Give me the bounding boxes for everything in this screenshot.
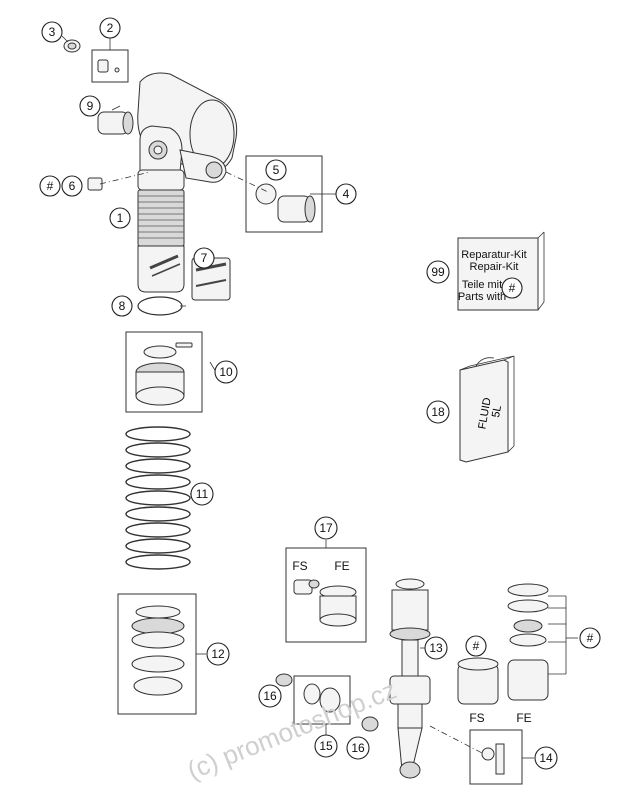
svg-text:8: 8 xyxy=(119,299,126,313)
repair-kit-line-2: Repair-Kit xyxy=(470,261,519,273)
fluid-can: FLUID 5L xyxy=(459,355,515,463)
part-4-adjuster-box xyxy=(225,155,323,233)
svg-text:2: 2 xyxy=(107,21,114,35)
callout-17: 17 xyxy=(314,516,338,540)
callout-14: 14 xyxy=(534,746,558,770)
callout-3: 3 xyxy=(41,21,63,43)
repair-kit-line-1: Reparatur-Kit xyxy=(461,249,526,261)
callout-9: 9 xyxy=(79,95,101,117)
callout-8: 8 xyxy=(111,295,133,317)
hash-callout-fs: # xyxy=(465,635,487,657)
svg-text:#: # xyxy=(587,631,594,645)
svg-text:12: 12 xyxy=(211,647,225,661)
fs-label-top: FS xyxy=(292,559,307,573)
svg-text:6: 6 xyxy=(69,179,76,193)
callout-16-right: 16 xyxy=(346,736,370,760)
hash-callout-fe: # xyxy=(579,627,601,649)
part-17-fs-fe-box xyxy=(285,547,367,643)
svg-text:10: 10 xyxy=(219,365,233,379)
svg-text:13: 13 xyxy=(429,641,443,655)
svg-text:99: 99 xyxy=(431,265,445,279)
part-9-bushing xyxy=(97,111,134,135)
svg-text:16: 16 xyxy=(351,741,365,755)
callout-2: 2 xyxy=(99,17,121,39)
svg-text:3: 3 xyxy=(49,25,56,39)
svg-text:1: 1 xyxy=(117,211,124,225)
part-12-seat-box xyxy=(117,593,197,715)
repair-kit-line-3: Teile mit xyxy=(462,279,502,291)
part-14-bolt-box xyxy=(429,725,523,785)
svg-text:11: 11 xyxy=(196,487,209,501)
callout-99: 99 xyxy=(426,260,450,284)
svg-text:15: 15 xyxy=(319,739,333,753)
svg-text:17: 17 xyxy=(319,521,333,535)
part-13-piston-rod xyxy=(389,578,431,779)
callout-4: 4 xyxy=(335,183,357,205)
part-10-spring-adjuster-box xyxy=(125,331,203,413)
fluid-label-line-1: FLUID xyxy=(476,397,493,430)
svg-text:4: 4 xyxy=(343,187,350,201)
svg-text:7: 7 xyxy=(201,251,208,265)
callout-5: 5 xyxy=(265,159,287,181)
callout-12: 12 xyxy=(206,642,230,666)
svg-text:5: 5 xyxy=(273,163,280,177)
repair-kit-line-4: Parts with xyxy=(458,291,506,303)
part-7-sticker xyxy=(191,257,231,301)
callout-1: 1 xyxy=(109,207,131,229)
hash-callout-left: # xyxy=(39,175,61,197)
repair-kit-box: Reparatur-Kit Repair-Kit Teile mit Parts… xyxy=(457,231,545,311)
svg-text:9: 9 xyxy=(87,99,94,113)
callout-13: 13 xyxy=(424,636,448,660)
svg-text:14: 14 xyxy=(539,751,553,765)
part-2-valve xyxy=(91,49,129,83)
callout-16-left: 16 xyxy=(258,684,282,708)
fluid-label-line-2: 5L xyxy=(490,404,504,418)
part-3-cap xyxy=(63,39,81,53)
svg-text:#: # xyxy=(47,179,54,193)
fs-stack-right xyxy=(457,657,499,705)
fs-label-bottom: FS xyxy=(469,711,484,725)
shock-absorber-assembly xyxy=(137,72,238,293)
svg-text:#: # xyxy=(509,281,516,295)
callout-11: 11 xyxy=(190,482,214,506)
fe-label-bottom: FE xyxy=(516,711,531,725)
fe-stack-right xyxy=(507,583,567,701)
hash-callout-kit: # xyxy=(501,277,523,299)
fe-label-top: FE xyxy=(334,559,349,573)
part-6-screw xyxy=(87,171,151,191)
callout-18: 18 xyxy=(426,400,450,424)
callout-10: 10 xyxy=(214,360,238,384)
callout-7: 7 xyxy=(193,247,215,269)
callout-6: 6 xyxy=(61,175,83,197)
svg-text:16: 16 xyxy=(263,689,277,703)
callout-15: 15 xyxy=(314,734,338,758)
part-11-spring xyxy=(125,426,191,570)
svg-text:18: 18 xyxy=(431,405,445,419)
part-8-ring xyxy=(137,296,183,316)
part-15-seal-box xyxy=(275,673,379,732)
svg-text:#: # xyxy=(473,639,480,653)
